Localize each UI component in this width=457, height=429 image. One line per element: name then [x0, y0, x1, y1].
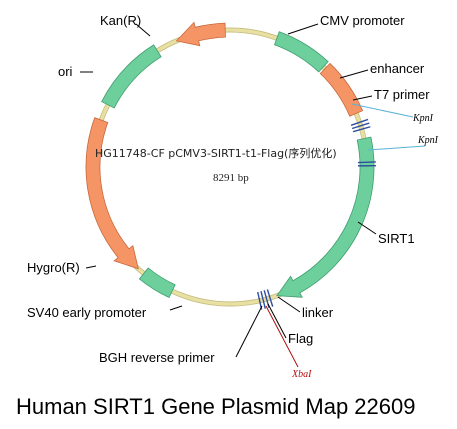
leader-flag [267, 303, 287, 339]
leader-linker [277, 296, 301, 313]
label-sirt1: SIRT1 [378, 231, 415, 246]
label-ori: ori [58, 64, 73, 79]
label-flag: Flag [288, 331, 313, 346]
sirt1-arrow [276, 136, 375, 298]
leader-enhancer [339, 69, 369, 79]
marker-line [260, 291, 266, 309]
marker-line [350, 118, 369, 126]
plasmid-size: 8291 bp [213, 172, 249, 184]
hygro-r-arrow [85, 117, 139, 270]
leader-hygro [85, 265, 97, 269]
label-enhancer: enhancer [370, 61, 425, 76]
leader-bgh [235, 305, 263, 358]
marker-line [352, 126, 371, 133]
label-sv40-early-promoter: SV40 early promoter [27, 305, 147, 320]
feature-arcs [85, 21, 375, 299]
page-caption: Human SIRT1 Gene Plasmid Map 22609 [16, 394, 415, 419]
label-bgh-reverse-primer: BGH reverse primer [99, 350, 215, 365]
label-linker: linker [302, 305, 334, 320]
t7-primer-marker [350, 118, 371, 133]
site-lines [265, 103, 426, 368]
kpn1b-line [367, 145, 426, 151]
label-kpn1a: KpnI [412, 113, 434, 124]
label-hygro-r: Hygro(R) [27, 260, 80, 275]
enhancer-arc [319, 62, 364, 117]
kan-r-arrow [175, 21, 226, 47]
label-cmv-promoter: CMV promoter [320, 13, 405, 28]
leader-kan [135, 23, 151, 37]
label-xba1: XbaI [291, 369, 312, 380]
plasmid-name: HG11748-CF pCMV3-SIRT1-t1-Flag(序列优化) [95, 146, 337, 160]
label-kan-r: Kan(R) [100, 13, 141, 28]
ori-arc [101, 44, 162, 109]
label-kpn1b: KpnI [417, 135, 439, 146]
leader-t7 [352, 95, 373, 101]
sv40-early-promoter-arc [138, 267, 176, 299]
label-t7-primer: T7 primer [374, 87, 430, 102]
marker-line [257, 291, 263, 310]
kpn1a-line [351, 103, 414, 118]
leader-cmv [287, 23, 319, 35]
kpn1-second-marker [357, 161, 377, 167]
cmv-promoter-arc [273, 31, 329, 73]
leader-sirt1 [357, 221, 377, 235]
marker-line [357, 161, 376, 164]
xba1-line [265, 305, 299, 368]
marker-line [266, 289, 274, 307]
leader-lines [80, 23, 377, 358]
marker-line [351, 122, 370, 130]
leader-sv40 [169, 305, 183, 311]
